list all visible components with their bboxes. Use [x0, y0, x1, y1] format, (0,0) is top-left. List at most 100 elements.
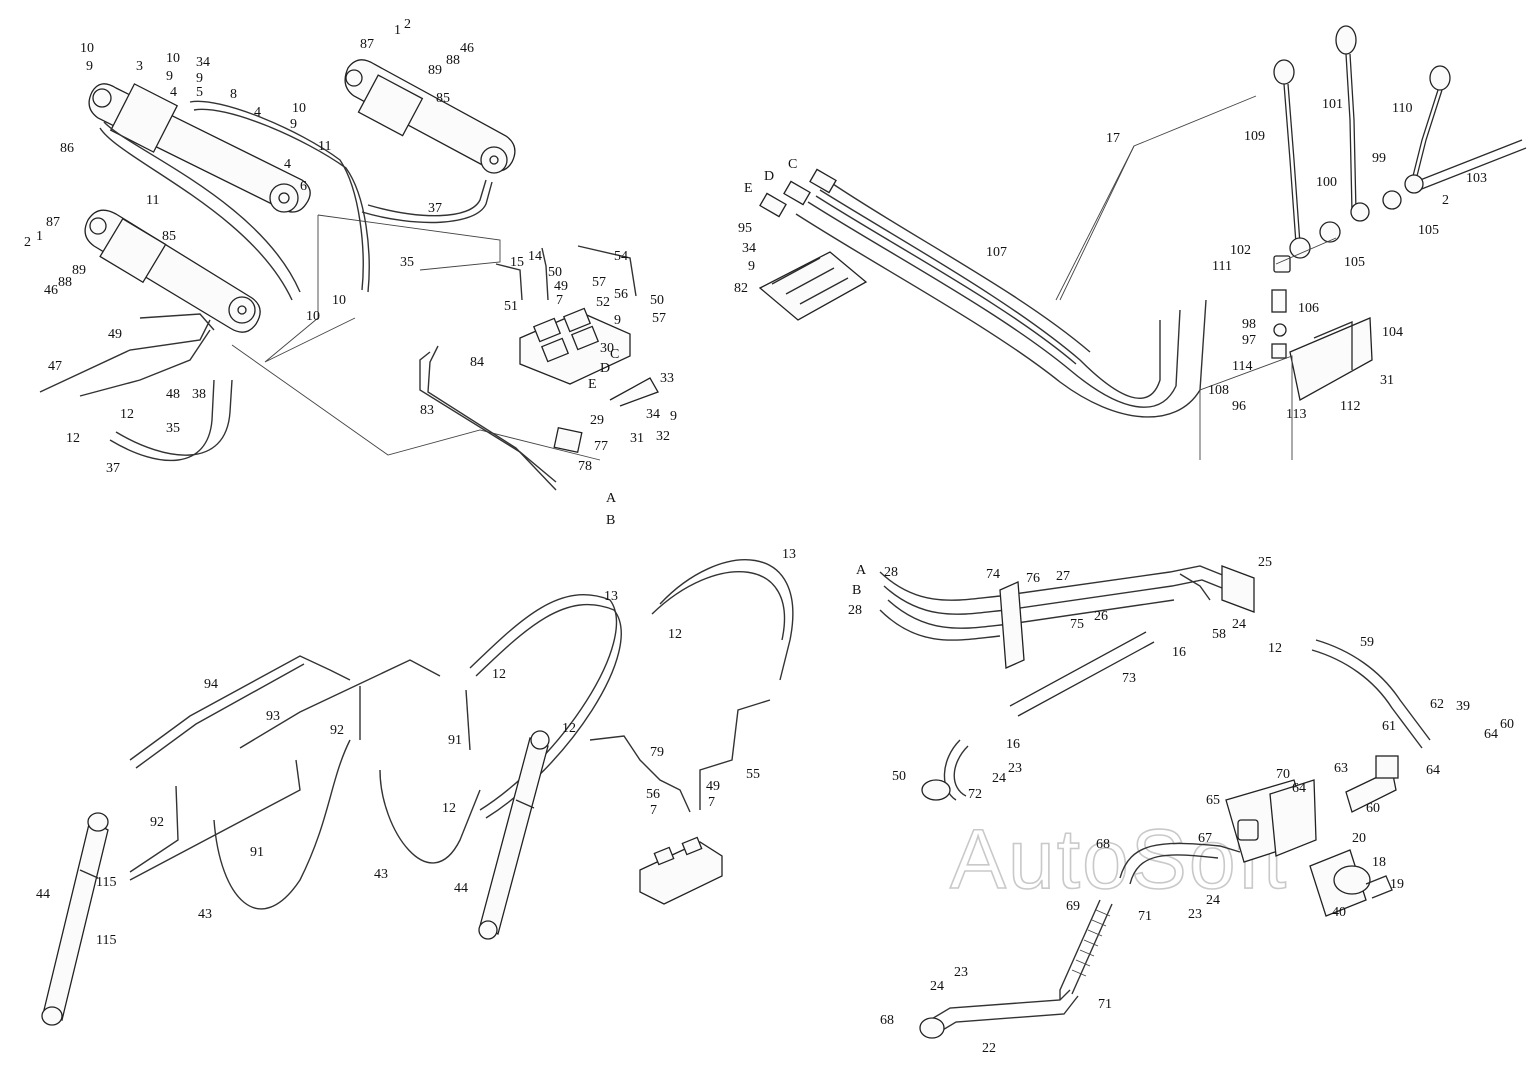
callout: 12 — [1268, 641, 1282, 656]
callout: 8 — [230, 87, 237, 102]
callout: 2 — [24, 235, 31, 250]
callout: 34 — [742, 241, 756, 256]
callout: 68 — [1096, 837, 1110, 852]
callout: 61 — [1382, 719, 1396, 734]
callout: 87 — [46, 215, 60, 230]
callout: 9 — [670, 409, 677, 424]
callout: 115 — [96, 875, 116, 890]
lift-cylinder-right — [344, 59, 516, 174]
lift-cylinder-lower — [84, 209, 261, 333]
callout: 2 — [1442, 193, 1449, 208]
callout: 28 — [848, 603, 862, 618]
callout: 1 — [36, 229, 43, 244]
callout: 101 — [1322, 97, 1343, 112]
callout: 31 — [1380, 373, 1394, 388]
callout: 20 — [1352, 831, 1366, 846]
q1-callouts: 10 9 3 10 9 34 9 5 4 8 4 10 9 11 86 11 6… — [24, 17, 677, 528]
callout: 38 — [192, 387, 206, 402]
callout: 29 — [590, 413, 604, 428]
callout: 15 — [510, 255, 524, 270]
callout: 39 — [1456, 699, 1470, 714]
callout: 4 — [254, 105, 261, 120]
callout: 109 — [1244, 129, 1265, 144]
callout: 9 — [614, 313, 621, 328]
callout: 103 — [1466, 171, 1487, 186]
callout: 40 — [1332, 905, 1346, 920]
q3-callouts: 13 13 94 93 92 91 12 12 12 79 55 56 49 7… — [36, 547, 796, 948]
callout: 50 — [548, 265, 562, 280]
callout: 92 — [330, 723, 344, 738]
callout: 86 — [60, 141, 74, 156]
callout: 97 — [1242, 333, 1256, 348]
callout: 67 — [1198, 831, 1212, 846]
callout: 94 — [204, 677, 218, 692]
control-valve-block — [519, 307, 631, 385]
callout: 43 — [198, 907, 212, 922]
callout: 46 — [460, 41, 474, 56]
callout: 65 — [1206, 793, 1220, 808]
callout: 62 — [1430, 697, 1444, 712]
callout: 9 — [196, 71, 203, 86]
callout: 44 — [454, 881, 468, 896]
control-lever-101 — [1335, 25, 1357, 213]
callout: 69 — [1066, 899, 1080, 914]
callout: 31 — [630, 431, 644, 446]
callout: 57 — [592, 275, 606, 290]
callout: 10 — [80, 41, 94, 56]
callout: 48 — [166, 387, 180, 402]
callout: 68 — [880, 1013, 894, 1028]
pump-housing — [1225, 779, 1317, 863]
callout: 49 — [554, 279, 568, 294]
callout: 73 — [1122, 671, 1136, 686]
callout: 10 — [166, 51, 180, 66]
callout: 12 — [492, 667, 506, 682]
callout: 2 — [404, 17, 411, 32]
callout: B — [852, 583, 861, 598]
callout: 107 — [986, 245, 1007, 260]
callout: 37 — [428, 201, 442, 216]
callout: 91 — [448, 733, 462, 748]
callout: 93 — [266, 709, 280, 724]
cable-bracket — [758, 251, 868, 321]
callout: 82 — [734, 281, 748, 296]
callout: 34 — [646, 407, 660, 422]
callout: 104 — [1382, 325, 1403, 340]
callout: 10 — [292, 101, 306, 116]
callout: 28 — [884, 565, 898, 580]
tilt-cylinder-right — [478, 730, 550, 940]
callout: 54 — [614, 249, 628, 264]
callout: 59 — [1360, 635, 1374, 650]
callout: 24 — [1206, 893, 1220, 908]
callout: 10 — [306, 309, 320, 324]
q2-callouts: 17 109 101 110 99 2 103 100 105 C D E 95… — [734, 97, 1487, 422]
callout: 5 — [196, 85, 203, 100]
callout: 43 — [374, 867, 388, 882]
callout: 89 — [72, 263, 86, 278]
callout: 35 — [400, 255, 414, 270]
callout: 12 — [562, 721, 576, 736]
callout: D — [600, 361, 610, 376]
callout: 11 — [146, 193, 159, 208]
callout: 16 — [1172, 645, 1186, 660]
callout: 64 — [1484, 727, 1498, 742]
callout: 24 — [930, 979, 944, 994]
callout: 85 — [436, 91, 450, 106]
callout: 12 — [668, 627, 682, 642]
callout: 19 — [1390, 877, 1404, 892]
callout: 111 — [1212, 259, 1232, 274]
callout: 63 — [1334, 761, 1348, 776]
callout: 105 — [1418, 223, 1439, 238]
boom-cylinder-assembly — [39, 59, 659, 491]
callout: A — [856, 563, 867, 578]
callout: 75 — [1070, 617, 1084, 632]
callout: 51 — [504, 299, 518, 314]
callout: 84 — [470, 355, 484, 370]
callout: C — [610, 347, 619, 362]
callout: 76 — [1026, 571, 1040, 586]
callout: 4 — [284, 157, 291, 172]
callout: 24 — [992, 771, 1006, 786]
callout: 30 — [600, 341, 614, 356]
callout: 89 — [428, 63, 442, 78]
callout: 7 — [650, 803, 657, 818]
callout: 50 — [650, 293, 664, 308]
